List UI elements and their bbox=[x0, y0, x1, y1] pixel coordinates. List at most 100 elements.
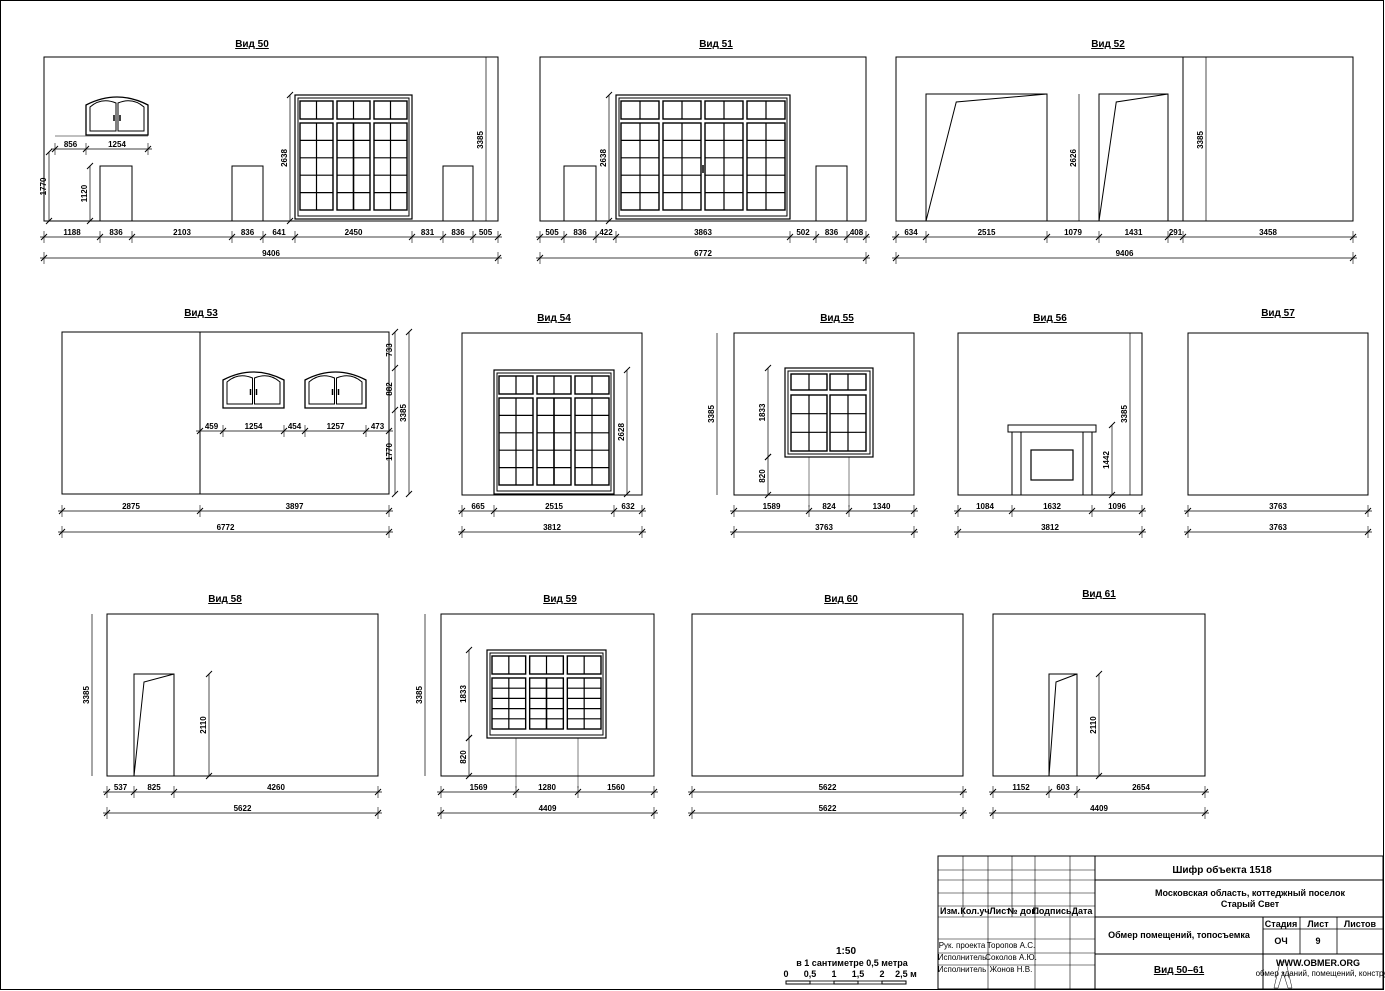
dim-tick bbox=[1095, 772, 1103, 780]
dimension-label: 825 bbox=[147, 783, 161, 792]
dim-tick bbox=[1008, 507, 1016, 515]
dimension-label: 408 bbox=[850, 228, 864, 237]
title-block bbox=[937, 855, 1384, 990]
dimension-label: 820 bbox=[459, 750, 468, 764]
door-frame bbox=[294, 94, 413, 220]
dimension-label: 3863 bbox=[694, 228, 712, 237]
dimension-label: 1833 bbox=[459, 685, 468, 703]
dim-tick bbox=[391, 490, 399, 498]
dimension-label: 4409 bbox=[1090, 804, 1108, 813]
scale-tick-label: 0,5 bbox=[804, 969, 817, 979]
dim-tick bbox=[892, 233, 900, 241]
dimension-label: 5622 bbox=[819, 804, 837, 813]
window-frame bbox=[784, 367, 874, 458]
scale-bar-segment bbox=[785, 980, 811, 985]
dim-tick bbox=[592, 233, 600, 241]
dim-tick bbox=[623, 490, 631, 498]
dim-tick bbox=[385, 507, 393, 515]
dimension-label: 291 bbox=[1169, 228, 1183, 237]
dimension-label: 1257 bbox=[327, 422, 345, 431]
tb-person: Соколов А.Ю. bbox=[985, 953, 1037, 962]
view-title: Вид 52 bbox=[1091, 39, 1125, 50]
dim-tick bbox=[439, 233, 447, 241]
arched-window bbox=[222, 371, 285, 409]
dimension-label: 641 bbox=[272, 228, 286, 237]
view-title: Вид 55 bbox=[820, 313, 854, 324]
dimension-label: 3812 bbox=[543, 523, 561, 532]
dimension-label: 2875 bbox=[122, 502, 140, 511]
dimension-label: 2515 bbox=[545, 502, 563, 511]
dimension-label: 882 bbox=[385, 382, 394, 396]
view-title: Вид 57 bbox=[1261, 308, 1295, 319]
dimension-label: 856 bbox=[64, 140, 78, 149]
dim-tick bbox=[922, 233, 930, 241]
dimension-label: 2450 bbox=[345, 228, 363, 237]
dim-tick bbox=[1138, 507, 1146, 515]
dim-tick bbox=[560, 233, 568, 241]
dimension-label: 3385 bbox=[1120, 405, 1129, 423]
dim-tick bbox=[58, 507, 66, 515]
tb-header: № док. bbox=[1008, 906, 1039, 916]
dimension-label: 422 bbox=[599, 228, 613, 237]
dim-tick bbox=[286, 91, 294, 99]
dimension-label: 632 bbox=[621, 502, 635, 511]
dimension-label: 454 bbox=[288, 422, 302, 431]
door-frame bbox=[486, 649, 607, 739]
dimension-label: 1254 bbox=[245, 422, 263, 431]
fireplace-body bbox=[1011, 431, 1093, 496]
dim-tick bbox=[286, 217, 294, 225]
dim-tick bbox=[385, 528, 393, 536]
dimension-label: 1833 bbox=[758, 403, 767, 421]
tb-header: Изм. bbox=[940, 906, 960, 916]
tb-site-note: обмер зданий, помещений, конструкций bbox=[1256, 969, 1385, 978]
dim-tick bbox=[805, 507, 813, 515]
dim-tick bbox=[1088, 507, 1096, 515]
tb-address: Старый Свет bbox=[1221, 899, 1280, 909]
dimension-label: 3385 bbox=[1196, 131, 1205, 149]
dim-tick bbox=[605, 91, 613, 99]
dimension-label: 537 bbox=[114, 783, 128, 792]
dim-tick bbox=[862, 233, 870, 241]
dimension-label: 836 bbox=[825, 228, 839, 237]
dim-tick bbox=[86, 217, 94, 225]
dim-tick bbox=[862, 254, 870, 262]
dim-tick bbox=[405, 490, 413, 498]
dim-tick bbox=[219, 427, 227, 435]
dim-tick bbox=[458, 507, 466, 515]
dimension-label: 820 bbox=[758, 469, 767, 483]
dim-tick bbox=[638, 507, 646, 515]
dimension-label: 4409 bbox=[539, 804, 557, 813]
dimension-label: 3385 bbox=[399, 404, 408, 422]
dim-tick bbox=[536, 254, 544, 262]
dimension-label: 3763 bbox=[815, 523, 833, 532]
dim-tick bbox=[1045, 788, 1053, 796]
dimension-label: 1632 bbox=[1043, 502, 1061, 511]
wall-outline bbox=[61, 331, 390, 495]
wall-outline bbox=[539, 56, 867, 222]
dim-tick bbox=[1164, 233, 1172, 241]
door-frame-inner bbox=[489, 652, 604, 736]
dimension-label: 2628 bbox=[617, 423, 626, 441]
dimension-label: 836 bbox=[573, 228, 587, 237]
dimension-label: 502 bbox=[796, 228, 810, 237]
wall-outline bbox=[1187, 332, 1369, 496]
door-frame-inner bbox=[297, 97, 410, 217]
door-opening bbox=[1098, 93, 1169, 222]
tb-role: Исполнитель bbox=[938, 965, 987, 974]
dim-tick bbox=[1043, 233, 1051, 241]
fireplace-mantel bbox=[1007, 424, 1097, 433]
scale-tick-label: 1,5 bbox=[852, 969, 865, 979]
dim-tick bbox=[128, 233, 136, 241]
dimension-label: 6772 bbox=[217, 523, 235, 532]
tb-drawing-name: Вид 50–61 bbox=[1154, 965, 1205, 976]
dim-tick bbox=[1184, 507, 1192, 515]
dim-tick bbox=[144, 145, 152, 153]
dim-tick bbox=[103, 788, 111, 796]
dim-tick bbox=[638, 528, 646, 536]
dim-tick bbox=[465, 772, 473, 780]
dimension-label: 1280 bbox=[538, 783, 556, 792]
dimension-label: 831 bbox=[421, 228, 435, 237]
dim-tick bbox=[954, 528, 962, 536]
dimension-label: 2638 bbox=[280, 149, 289, 167]
